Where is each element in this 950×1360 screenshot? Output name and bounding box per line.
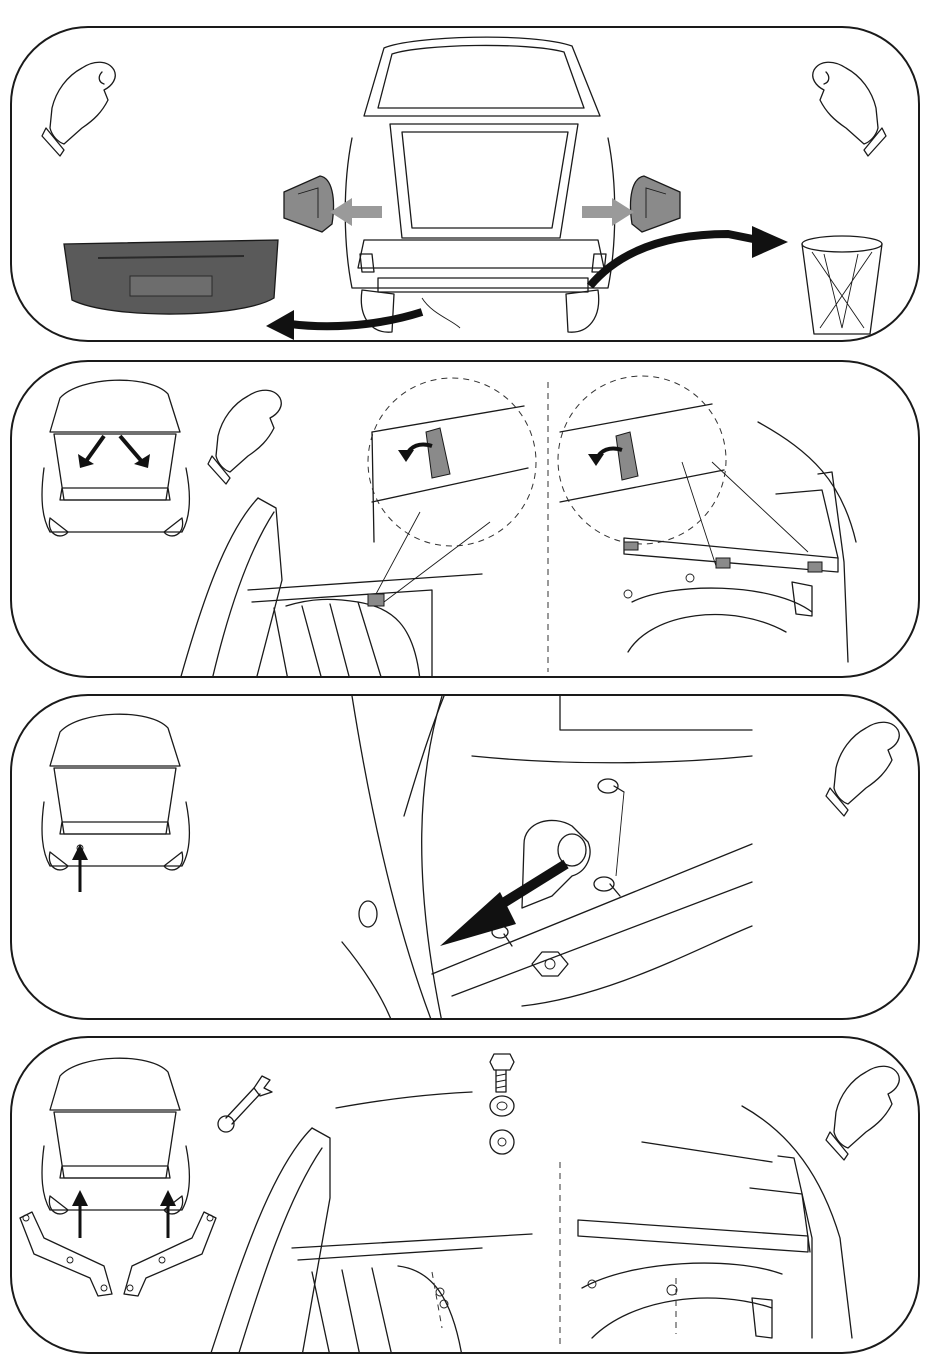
gloved-hand-icon [208, 390, 281, 484]
detail-magnifier-left [368, 378, 536, 602]
trunk-interior-left [210, 1092, 532, 1354]
step-2-illustration [12, 362, 920, 678]
side-bracket-right [124, 1212, 216, 1296]
washer-icon [490, 1096, 514, 1116]
step-1-panel [10, 26, 920, 342]
bolt-icon [490, 1054, 514, 1092]
arrow-icon [266, 310, 422, 340]
step-1-illustration [12, 28, 920, 342]
trunk-interior-left [180, 498, 482, 678]
stud [598, 779, 624, 876]
rear-bumper [64, 240, 278, 314]
trunk-interior-right [578, 1106, 852, 1338]
side-bracket-left [20, 1212, 112, 1296]
wrench-icon [218, 1076, 272, 1132]
gloved-hand-icon [826, 1066, 899, 1160]
gloved-hand-icon [42, 62, 115, 156]
car-rear-view [345, 37, 615, 332]
waste-bin-icon [802, 236, 882, 334]
gloved-hand-icon [826, 722, 899, 816]
detail-magnifier-right [558, 376, 808, 566]
arrow-icon [72, 1190, 88, 1238]
step-4-panel [10, 1036, 920, 1354]
arrow-icon [120, 436, 144, 464]
arrow-icon [330, 198, 382, 226]
taillight-left [284, 176, 334, 232]
arrow-icon [582, 198, 634, 226]
step-3-panel [10, 694, 920, 1020]
step-4-illustration [12, 1038, 920, 1354]
step-3-illustration [12, 696, 920, 1020]
step-2-panel [10, 360, 920, 678]
chassis-detail [342, 696, 752, 1020]
arrow-icon [590, 226, 788, 286]
stud [594, 877, 620, 896]
arrow-icon [72, 844, 88, 892]
taillight-right [631, 176, 681, 232]
washer-icon [490, 1130, 514, 1154]
car-thumbnail [42, 714, 189, 870]
car-thumbnail [42, 1058, 189, 1214]
arrow-icon [440, 864, 566, 946]
gloved-hand-icon [813, 62, 886, 156]
car-thumbnail [42, 380, 189, 536]
